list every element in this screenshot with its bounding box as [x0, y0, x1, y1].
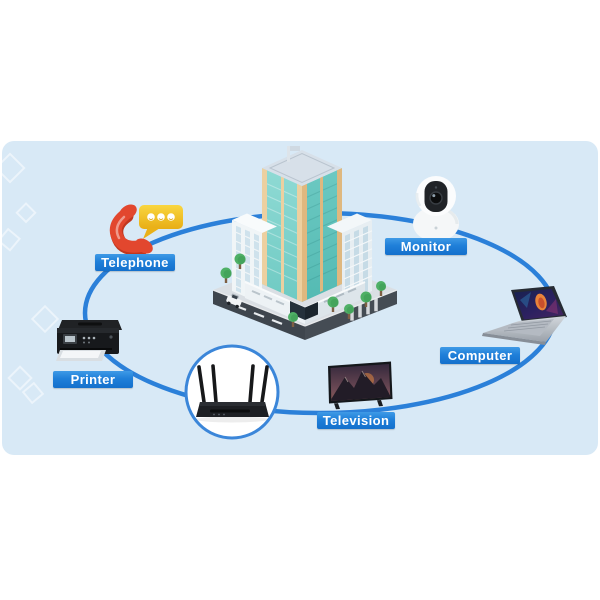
computer-label: Computer [440, 347, 520, 364]
chat-bubble-icon [139, 205, 183, 239]
telephone-icon [109, 204, 183, 256]
laptop-icon [482, 286, 567, 345]
tv-icon [328, 361, 393, 410]
telephone-label: Telephone [95, 254, 175, 271]
security-camera-icon [413, 176, 459, 242]
background-diamond-decorations [0, 152, 60, 405]
car-icon [226, 293, 242, 309]
printer-icon [56, 320, 122, 361]
printer-label: Printer [53, 371, 133, 388]
wifi-router-icon [196, 364, 269, 423]
television-label: Television [317, 412, 395, 429]
office-building-icon [212, 146, 398, 340]
tree-icons [220, 253, 386, 327]
monitor-label: Monitor [385, 238, 467, 255]
router-hub [184, 344, 280, 440]
